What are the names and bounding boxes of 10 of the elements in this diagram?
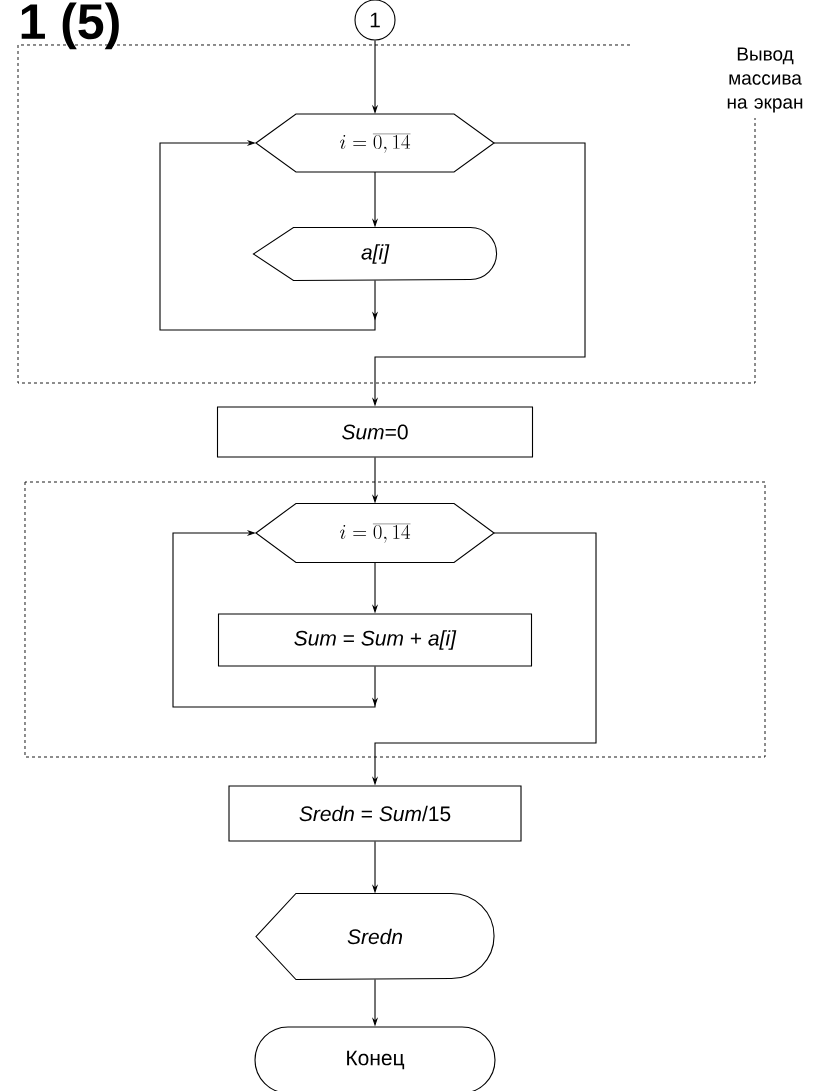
arrow — [159, 139, 379, 331]
group-frame — [24, 481, 766, 758]
process-box: Sum=0 — [216, 406, 534, 458]
heading: 1 (5) — [21, 2, 119, 50]
arrow — [172, 529, 379, 708]
process-box: Sredn = Sum/15 — [228, 785, 522, 842]
terminator: Конец — [254, 1026, 496, 1091]
loop-hexagon: $i = \overline{0,14}$ — [255, 502, 495, 564]
process-box: Sum = Sum + a[i] — [217, 613, 533, 667]
loop-hexagon: $i = \overline{0,14}$ — [255, 113, 495, 173]
